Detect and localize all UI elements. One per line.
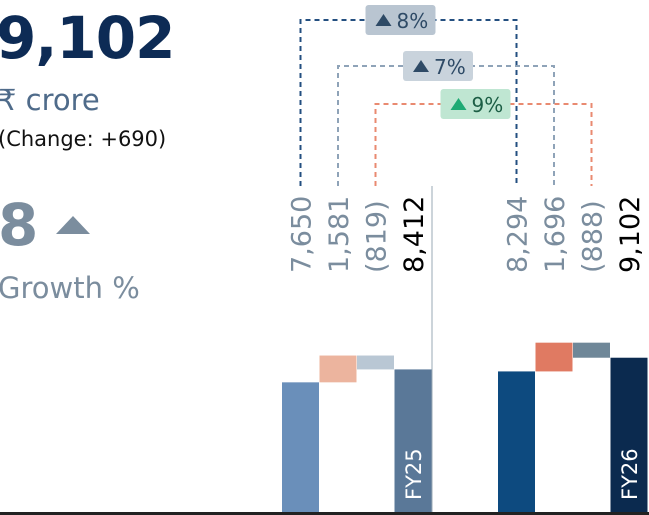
value-label-fy26-2: 1,696 [540,196,571,273]
bar-fy26-4 [610,357,648,512]
growth-badge-3 [440,89,511,119]
bar-fy26-3 [573,342,610,358]
kpi-value: 9,102 [0,4,175,72]
bar-fy25-2 [319,355,357,383]
growth-badge-up-arrow-icon [413,60,429,72]
growth-badge-label-3: 9% [472,93,504,117]
bar-fy26-2 [535,342,573,372]
growth-value: 8 [0,191,39,259]
period-label-fy25: FY25 [402,448,426,500]
value-label-fy26-3: (888) [578,200,609,273]
growth-badge-label-2: 7% [434,55,466,79]
growth-up-arrow-icon [56,216,90,234]
growth-badge-2 [403,51,473,81]
bar-fy25-4 [394,369,432,512]
bar-fy25-3 [357,355,394,370]
growth-badge-label-1: 8% [397,9,429,33]
kpi-unit: ₹ crore [0,83,100,117]
value-label-fy25-3: (819) [362,200,393,273]
value-label-fy26-1: 8,294 [503,196,534,273]
kpi-change: (Change: +690) [0,127,167,151]
value-label-fy25-2: 1,581 [324,196,355,273]
bar-fy26-1 [498,371,535,512]
growth-label: Growth % [0,271,140,305]
growth-badge-up-arrow-icon [450,98,467,110]
growth-connector-2 [337,65,555,186]
value-label-fy25-1: 7,650 [287,196,318,273]
growth-badge-1 [365,5,436,35]
growth-badge-up-arrow-icon [375,14,392,26]
value-label-fy26-4: 9,102 [615,196,646,273]
bar-fy25-1 [282,382,319,512]
period-label-fy26: FY26 [618,448,642,500]
value-label-fy25-4: 8,412 [399,196,430,273]
